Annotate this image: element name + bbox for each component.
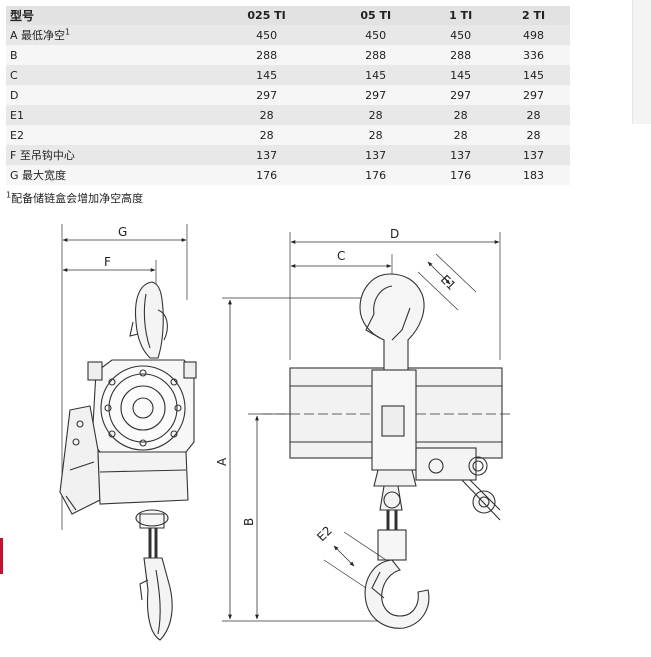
row-label-text: A 最低净空	[10, 29, 66, 42]
row-label-text: B	[10, 48, 18, 62]
side-view	[59, 224, 197, 641]
row-label-text: C	[10, 68, 18, 82]
table-cell: 450	[327, 25, 425, 45]
table-cell: 450	[206, 25, 328, 45]
table-cell: 28	[206, 125, 328, 145]
table-cell: 498	[497, 25, 570, 45]
row-label: C	[6, 65, 206, 85]
page-edge-decoration	[632, 0, 651, 124]
table-cell: 288	[424, 45, 498, 65]
footnote-text: 配备储链盒会增加净空高度	[11, 192, 144, 205]
table-cell: 336	[497, 45, 570, 65]
row-label-text: E1	[10, 108, 24, 122]
table-cell: 137	[497, 145, 570, 165]
dim-label-d: D	[390, 227, 399, 241]
dim-label-f: F	[104, 255, 111, 269]
table-cell: 28	[327, 105, 425, 125]
row-label: E1	[6, 105, 206, 125]
row-label-text: F 至吊钩中心	[10, 149, 75, 162]
table-cell: 137	[206, 145, 328, 165]
page-edge-accent	[0, 538, 3, 574]
dim-label-b: B	[242, 518, 256, 526]
table-cell: 28	[206, 105, 328, 125]
table-cell: 288	[327, 45, 425, 65]
column-header: 2 TI	[497, 6, 570, 25]
table-cell: 145	[327, 65, 425, 85]
table-cell: 28	[497, 105, 570, 125]
table-cell: 28	[497, 125, 570, 145]
table-cell: 450	[424, 25, 498, 45]
table-cell: 176	[424, 165, 498, 185]
table-cell: 137	[327, 145, 425, 165]
row-label: A 最低净空1	[6, 25, 206, 45]
row-label-text: E2	[10, 128, 24, 142]
column-header: 1 TI	[424, 6, 498, 25]
row-label: D	[6, 85, 206, 105]
table-cell: 145	[497, 65, 570, 85]
table-cell: 145	[206, 65, 328, 85]
front-view	[222, 232, 510, 629]
table-cell: 176	[206, 165, 328, 185]
row-label: G 最大宽度	[6, 165, 206, 185]
column-header: 05 TI	[327, 6, 425, 25]
table-cell: 145	[424, 65, 498, 85]
row-label: B	[6, 45, 206, 65]
table-cell: 297	[424, 85, 498, 105]
dim-label-e2: E2	[314, 523, 335, 544]
table-cell: 288	[206, 45, 328, 65]
row-label: F 至吊钩中心	[6, 145, 206, 165]
footnote-marker: 1	[6, 190, 12, 200]
table-cell: 28	[327, 125, 425, 145]
row-label: E2	[6, 125, 206, 145]
hoist-technical-drawing: G F D C E1 A B E2	[59, 224, 510, 641]
table-cell: 297	[497, 85, 570, 105]
dim-label-g: G	[118, 225, 127, 239]
dim-label-a: A	[215, 457, 229, 466]
dim-label-c: C	[337, 249, 345, 263]
table-cell: 176	[327, 165, 425, 185]
footnote-marker: 1	[65, 27, 71, 37]
table-cell: 28	[424, 105, 498, 125]
footnote: 1配备储链盒会增加净空高度	[6, 190, 143, 206]
row-label-text: G 最大宽度	[10, 169, 67, 182]
table-cell: 137	[424, 145, 498, 165]
table-cell: 183	[497, 165, 570, 185]
column-header: 025 TI	[206, 6, 328, 25]
table-cell: 297	[206, 85, 328, 105]
column-header-model: 型号	[6, 6, 206, 25]
table-header-row: 型号 025 TI 05 TI 1 TI 2 TI	[6, 6, 570, 25]
table-cell: 28	[424, 125, 498, 145]
table-cell: 297	[327, 85, 425, 105]
row-label-text: D	[10, 88, 19, 102]
